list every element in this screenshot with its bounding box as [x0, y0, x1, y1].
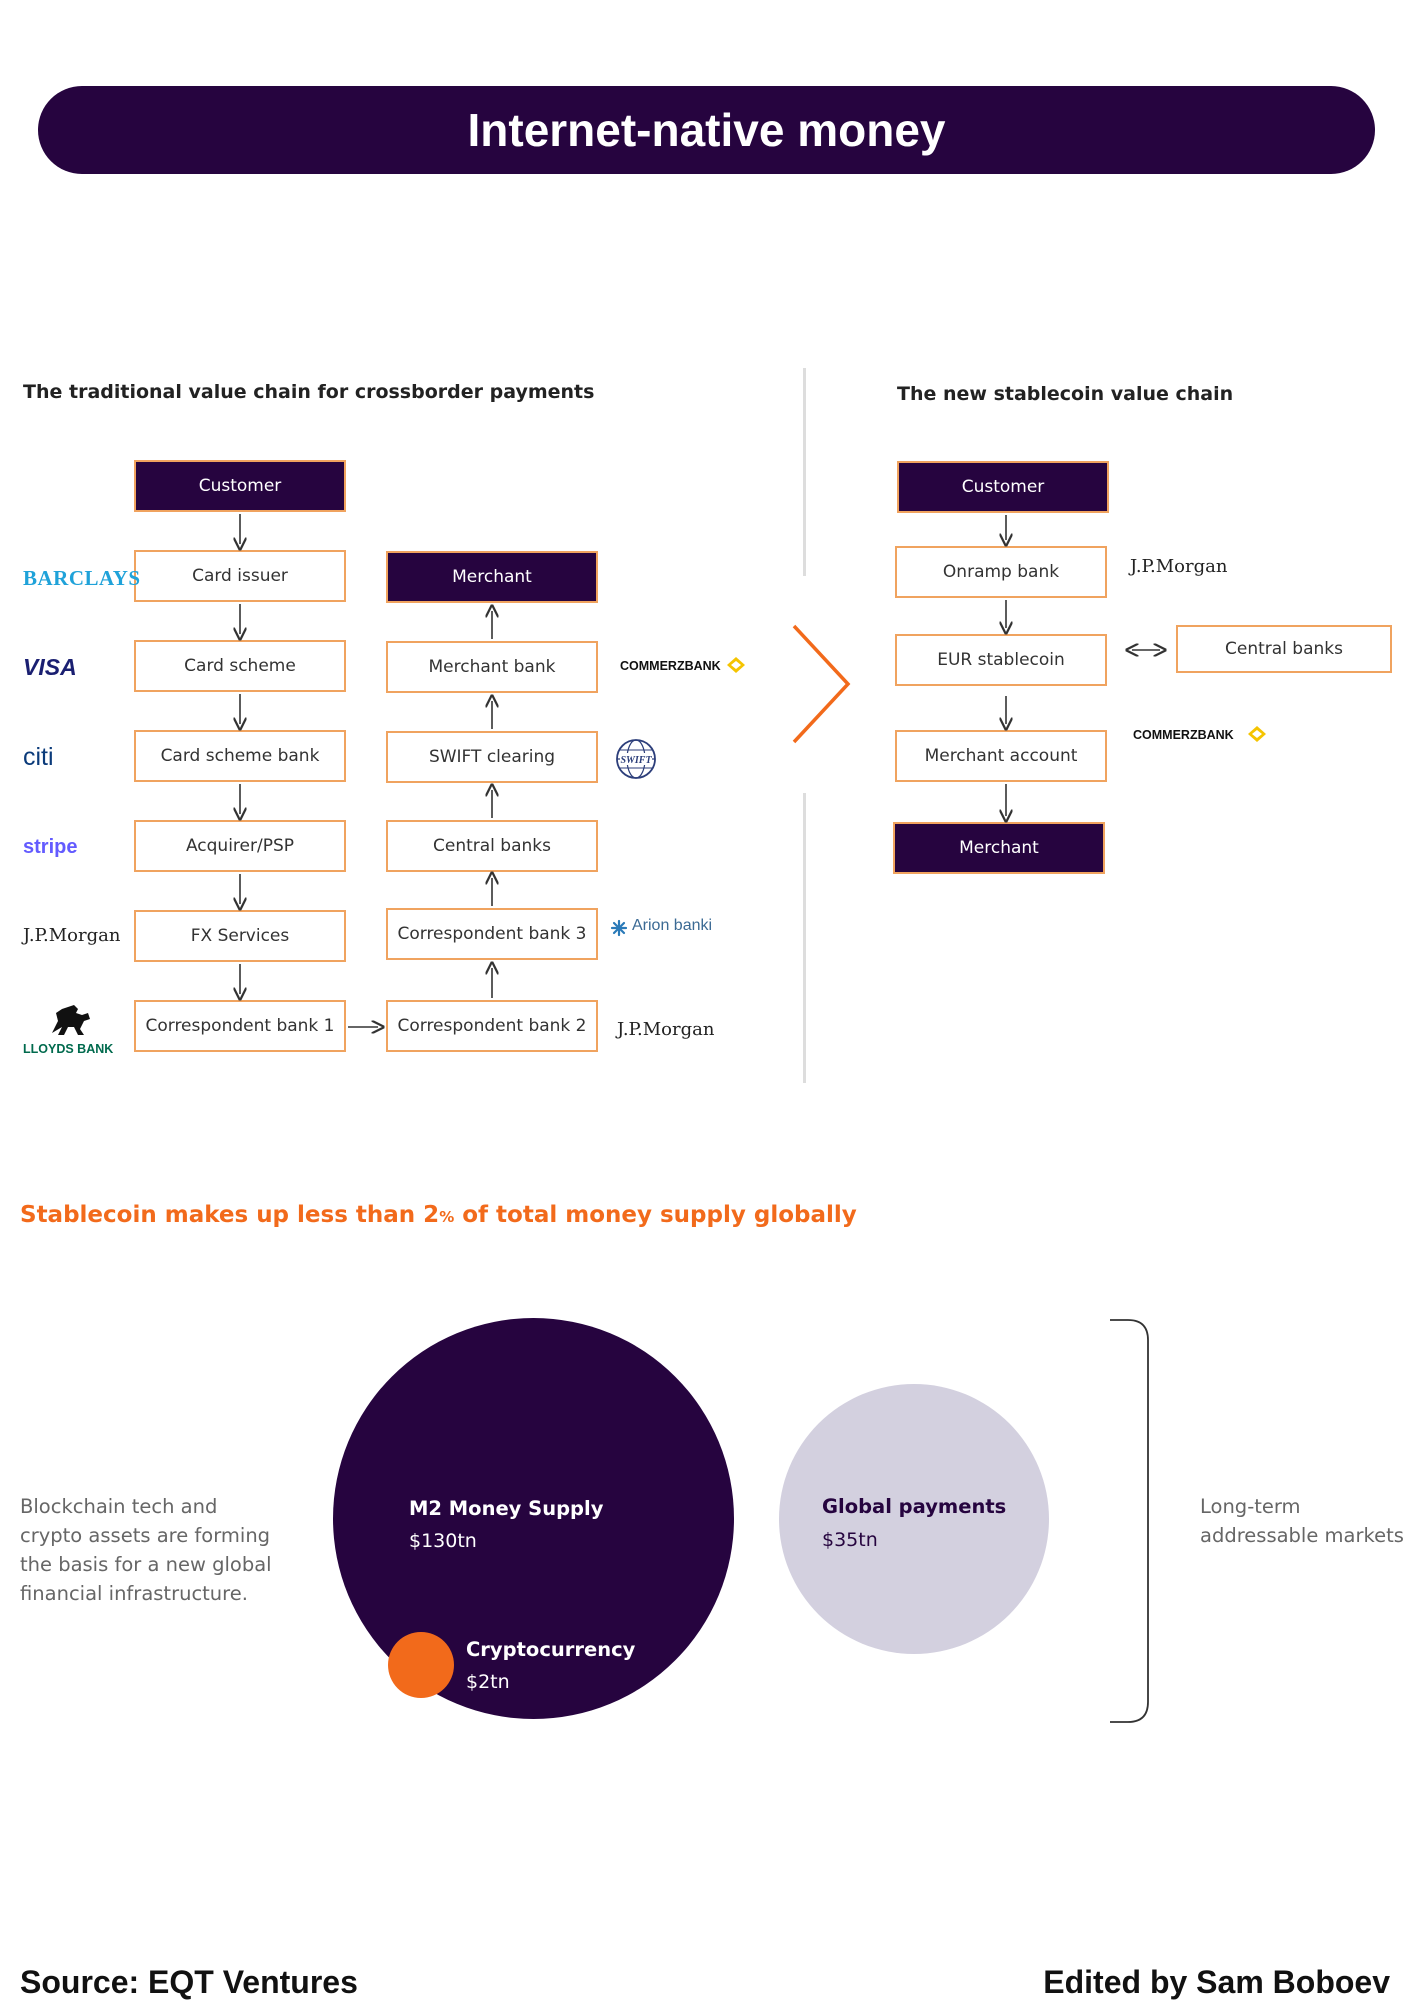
addressable-markets-bracket — [1110, 1319, 1149, 1723]
stable-box-central-banks: Central banks — [1176, 625, 1392, 673]
commerzbank-logo: COMMERZBANK — [620, 659, 721, 673]
visa-logo: VISA — [23, 654, 77, 680]
lloyds-bank-logo: LLOYDS BANK — [23, 1042, 114, 1056]
cryptocurrency-label: Cryptocurrency — [466, 1638, 636, 1661]
source-credit: Source: EQT Ventures — [20, 1964, 358, 2000]
money-supply-heading: Stablecoin makes up less than 2% of tota… — [20, 1202, 857, 1228]
flow-box-central-banks: Central banks — [386, 820, 598, 872]
traditional-chain-heading: The traditional value chain for crossbor… — [23, 381, 595, 403]
commerzbank-ribbon-icon — [1248, 726, 1266, 742]
jpmorgan-logo: J.P.Morgan — [1130, 556, 1228, 577]
arion-star-icon — [610, 919, 628, 937]
flow-box-swift-clearing: SWIFT clearing — [386, 731, 598, 783]
swift-logo-text: SWIFT — [620, 755, 652, 766]
flow-box-merchant-bank: Merchant bank — [386, 641, 598, 693]
divider-top — [803, 368, 806, 576]
arion-banki-logo: Arion banki — [632, 917, 713, 934]
flow-box-correspondent-bank-2: Correspondent bank 2 — [386, 1000, 598, 1052]
stable-box-eur-stablecoin: EUR stablecoin — [895, 634, 1107, 686]
m2-label: M2 Money Supply — [409, 1497, 604, 1520]
m2-value: $130tn — [409, 1530, 477, 1552]
money-supply-heading-post: of total money supply globally — [454, 1202, 857, 1228]
flow-box-acquirer-psp: Acquirer/PSP — [134, 820, 346, 872]
stablecoin-flow-arrows — [880, 515, 1180, 830]
flow-box-card-scheme: Card scheme — [134, 640, 346, 692]
jpmorgan-logo: J.P.Morgan — [617, 1019, 715, 1040]
flow-box-card-scheme-bank: Card scheme bank — [134, 730, 346, 782]
stable-box-merchant: Merchant — [893, 822, 1105, 874]
jpmorgan-logo: J.P.Morgan — [23, 925, 121, 946]
stripe-logo: stripe — [23, 836, 78, 858]
swift-globe-icon: SWIFT — [616, 739, 656, 779]
citi-logo: citi — [23, 743, 54, 771]
cryptocurrency-value: $2tn — [466, 1671, 510, 1693]
flow-box-correspondent-bank-1: Correspondent bank 1 — [134, 1000, 346, 1052]
global-payments-bubble — [779, 1384, 1049, 1654]
editor-credit: Edited by Sam Boboev — [1043, 1964, 1390, 2000]
traditional-flow-arrows — [0, 514, 1414, 1100]
infrastructure-description: Blockchain tech and crypto assets are fo… — [20, 1495, 272, 1605]
chevron-right-icon — [792, 624, 851, 744]
barclays-logo: BARCLAYS — [23, 566, 141, 590]
stable-box-customer: Customer — [897, 461, 1109, 513]
lloyds-horse-icon — [52, 1005, 90, 1035]
flow-box-card-issuer: Card issuer — [134, 550, 346, 602]
money-supply-heading-pre: Stablecoin makes up less than 2 — [20, 1202, 440, 1228]
cryptocurrency-bubble — [388, 1632, 454, 1698]
flow-box-correspondent-bank-3: Correspondent bank 3 — [386, 908, 598, 960]
addressable-markets-label: Long-term addressable markets — [1200, 1495, 1404, 1547]
flow-box-merchant: Merchant — [386, 551, 598, 603]
flow-box-customer: Customer — [134, 460, 346, 512]
money-supply-heading-pct: % — [439, 1208, 455, 1226]
stablecoin-chain-heading: The new stablecoin value chain — [897, 383, 1234, 405]
global-payments-value: $35tn — [822, 1529, 878, 1551]
flow-box-fx-services: FX Services — [134, 910, 346, 962]
stable-box-merchant-account: Merchant account — [895, 730, 1107, 782]
divider-bottom — [803, 793, 806, 1083]
commerzbank-ribbon-icon — [727, 657, 745, 673]
commerzbank-logo: COMMERZBANK — [1133, 728, 1234, 742]
stable-box-onramp-bank: Onramp bank — [895, 546, 1107, 598]
global-payments-label: Global payments — [822, 1495, 1007, 1518]
page-title: Internet-native money — [38, 86, 1375, 174]
